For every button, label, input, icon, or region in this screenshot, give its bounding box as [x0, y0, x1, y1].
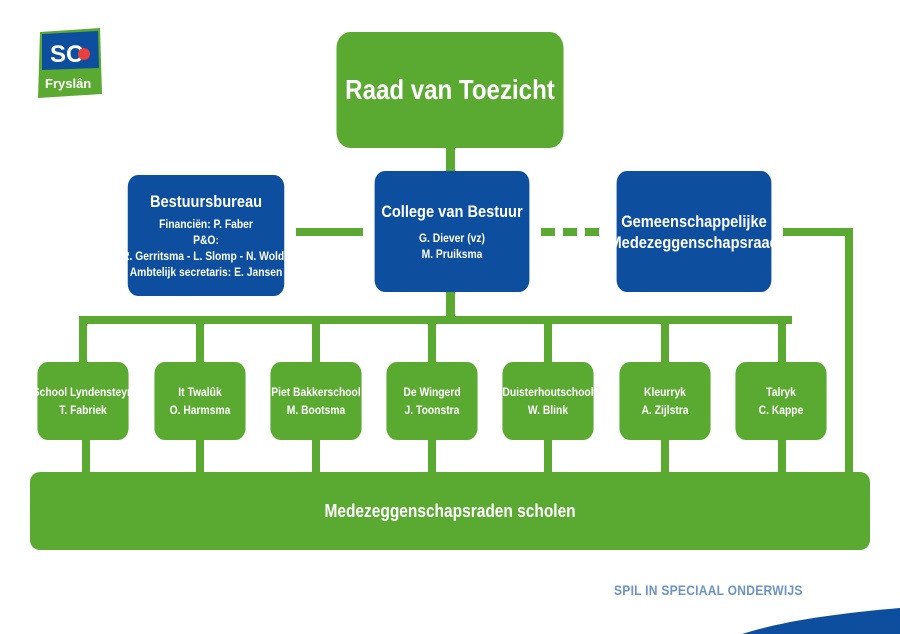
- gmr-line-1: Gemeenschappelijke: [621, 211, 767, 231]
- raad-van-toezicht-label: Raad van Toezicht: [345, 74, 555, 105]
- bestuursbureau-line-1: Financiën: P. Faber: [159, 217, 253, 231]
- line-college-gmr-dashed: [541, 228, 605, 236]
- line-school-down-5: [544, 316, 552, 364]
- bestuursbureau-title: Bestuursbureau: [149, 192, 263, 211]
- school-box-1: School Lyndensteyn T. Fabriek: [33, 362, 133, 440]
- school-box-2: It Twalûk O. Harmsma: [154, 362, 246, 440]
- school-name: Duisterhoutschool: [502, 385, 594, 399]
- school-box-4: De Wingerd J. Toonstra: [386, 362, 478, 440]
- college-member-2: M. Pruiksma: [421, 247, 483, 261]
- gmr-line-2: Medezeggenschapsraad: [609, 232, 779, 252]
- school-person: C. Kappe: [758, 403, 804, 417]
- school-box-3: Piet Bakkerschool M. Bootsma: [270, 362, 362, 440]
- line-mzr-7: [778, 438, 786, 474]
- so-fryslan-logo: SO Fryslân: [38, 28, 102, 98]
- logo-red-dot: [78, 48, 90, 60]
- line-mzr-3: [312, 438, 320, 474]
- school-name: School Lyndensteyn: [32, 385, 134, 399]
- college-member-1: G. Diever (vz): [419, 231, 485, 245]
- bestuursbureau-line-2: P&O:: [193, 233, 219, 247]
- college-van-bestuur-title: College van Bestuur: [381, 202, 523, 221]
- school-person: T. Fabriek: [59, 403, 107, 417]
- line-school-down-4: [428, 316, 436, 364]
- school-person: O. Harmsma: [169, 403, 231, 417]
- line-mzr-2: [196, 438, 204, 474]
- school-name: Piet Bakkerschool: [271, 385, 361, 399]
- school-name: Kleurryk: [644, 385, 686, 399]
- school-person: M. Bootsma: [286, 403, 346, 417]
- school-box-5: Duisterhoutschool W. Blink: [502, 362, 594, 440]
- school-name: Talryk: [766, 385, 796, 399]
- tagline: SPIL IN SPECIAAL ONDERWIJS: [614, 582, 803, 598]
- line-mzr-4: [428, 438, 436, 474]
- line-school-down-2: [196, 316, 204, 364]
- line-school-down-3: [312, 316, 320, 364]
- college-van-bestuur-box: College van Bestuur G. Diever (vz) M. Pr…: [374, 171, 530, 292]
- line-gmr-down: [845, 228, 853, 474]
- line-mzr-1: [82, 438, 90, 474]
- line-gmr-right: [783, 228, 853, 236]
- line-school-down-6: [661, 316, 669, 364]
- school-box-7: Talryk C. Kappe: [735, 362, 827, 440]
- raad-van-toezicht-box: Raad van Toezicht: [336, 32, 564, 148]
- school-name: It Twalûk: [178, 385, 222, 399]
- line-school-down-7: [778, 316, 786, 364]
- bestuursbureau-line-3: R. Gerritsma - L. Slomp - N. Wolda: [122, 249, 290, 263]
- medezeggenschapsraden-label: Medezeggenschapsraden scholen: [324, 500, 576, 521]
- bestuursbureau-box: Bestuursbureau Financiën: P. Faber P&O: …: [122, 175, 290, 296]
- line-school-down-1: [79, 316, 87, 364]
- line-college-down: [446, 291, 455, 319]
- school-person: J. Toonstra: [404, 403, 460, 417]
- bestuursbureau-line-4: Ambtelijk secretaris: E. Jansen: [129, 265, 283, 279]
- logo-fryslan-text: Fryslân: [45, 76, 91, 91]
- school-person: W. Blink: [527, 403, 569, 417]
- line-bureau-college: [296, 228, 363, 236]
- school-name: De Wingerd: [403, 385, 461, 399]
- line-mzr-5: [544, 438, 552, 474]
- line-mzr-6: [661, 438, 669, 474]
- school-person: A. Zijlstra: [641, 403, 689, 417]
- school-box-6: Kleurryk A. Zijlstra: [619, 362, 711, 440]
- corner-decoration: [742, 608, 900, 634]
- gmr-box: Gemeenschappelijke Medezeggenschapsraad: [610, 171, 779, 292]
- line-rvt-college: [446, 148, 455, 172]
- medezeggenschapsraden-box: Medezeggenschapsraden scholen: [30, 472, 870, 550]
